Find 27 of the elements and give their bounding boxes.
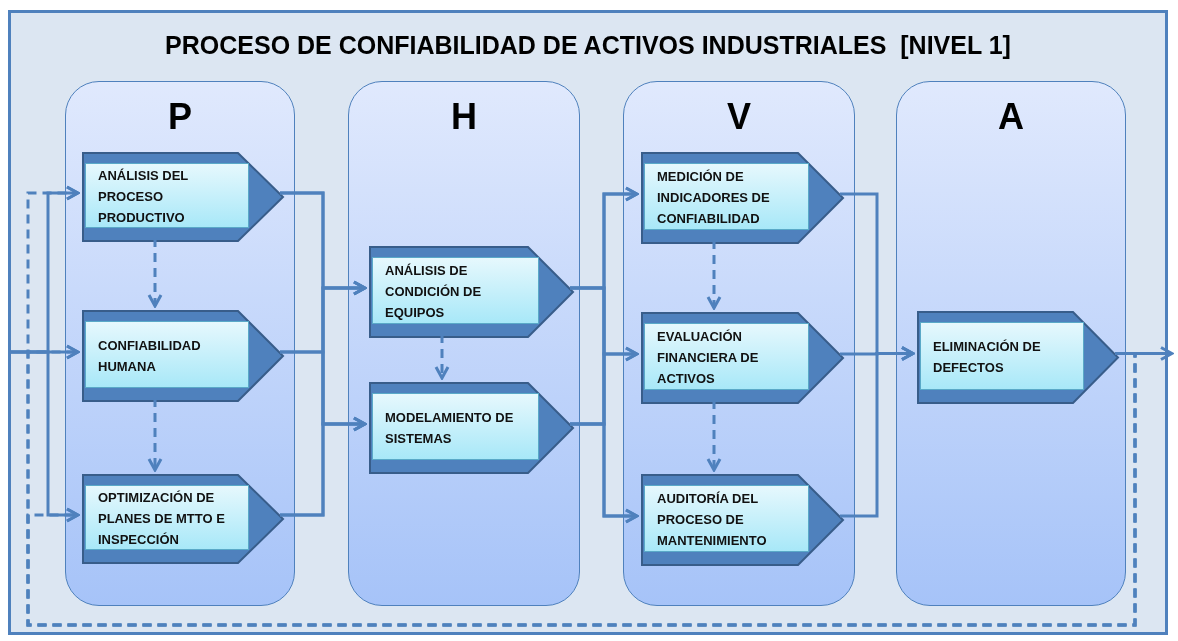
diagram-frame [8,10,1168,635]
arrow [840,346,915,518]
dashed-arrow [147,398,163,472]
dashed-arrow [706,400,722,472]
dashed-arrow [147,238,163,308]
column-heading: P [168,96,192,138]
dashed-arrow [706,240,722,310]
step-label: ANÁLISIS DE CONDICIÓN DE EQUIPOS [372,257,539,324]
phase-column [623,81,855,606]
step-label: MODELAMIENTO DE SISTEMAS [372,393,539,460]
phase-column [896,81,1126,606]
column-heading: V [727,96,751,138]
step-label: OPTIMIZACIÓN DE PLANES DE MTTO E INSPECCIÓN [85,485,249,550]
arrow [280,416,367,517]
step-label: CONFIABILIDAD HUMANA [85,321,249,388]
phase-column [65,81,295,606]
step-label: ELIMINACIÓN DE DEFECTOS [920,322,1084,390]
step-label: ANÁLISIS DEL PROCESO PRODUCTIVO [85,163,249,228]
phase-column [348,81,580,606]
column-heading: H [451,96,477,138]
frame-heading: PROCESO DE CONFIABILIDAD DE ACTIVOS INDUSTRIALES [NIVEL 1] [165,31,1011,60]
step-label: EVALUACIÓN FINANCIERA DE ACTIVOS [644,323,809,390]
dashed-arrow [434,334,450,380]
arrow [570,422,639,524]
step-label: MEDICIÓN DE INDICADORES DE CONFIABILIDAD [644,163,809,230]
step-label: AUDITORÍA DEL PROCESO DE MANTENIMIENTO [644,485,809,552]
column-heading: A [998,96,1024,138]
